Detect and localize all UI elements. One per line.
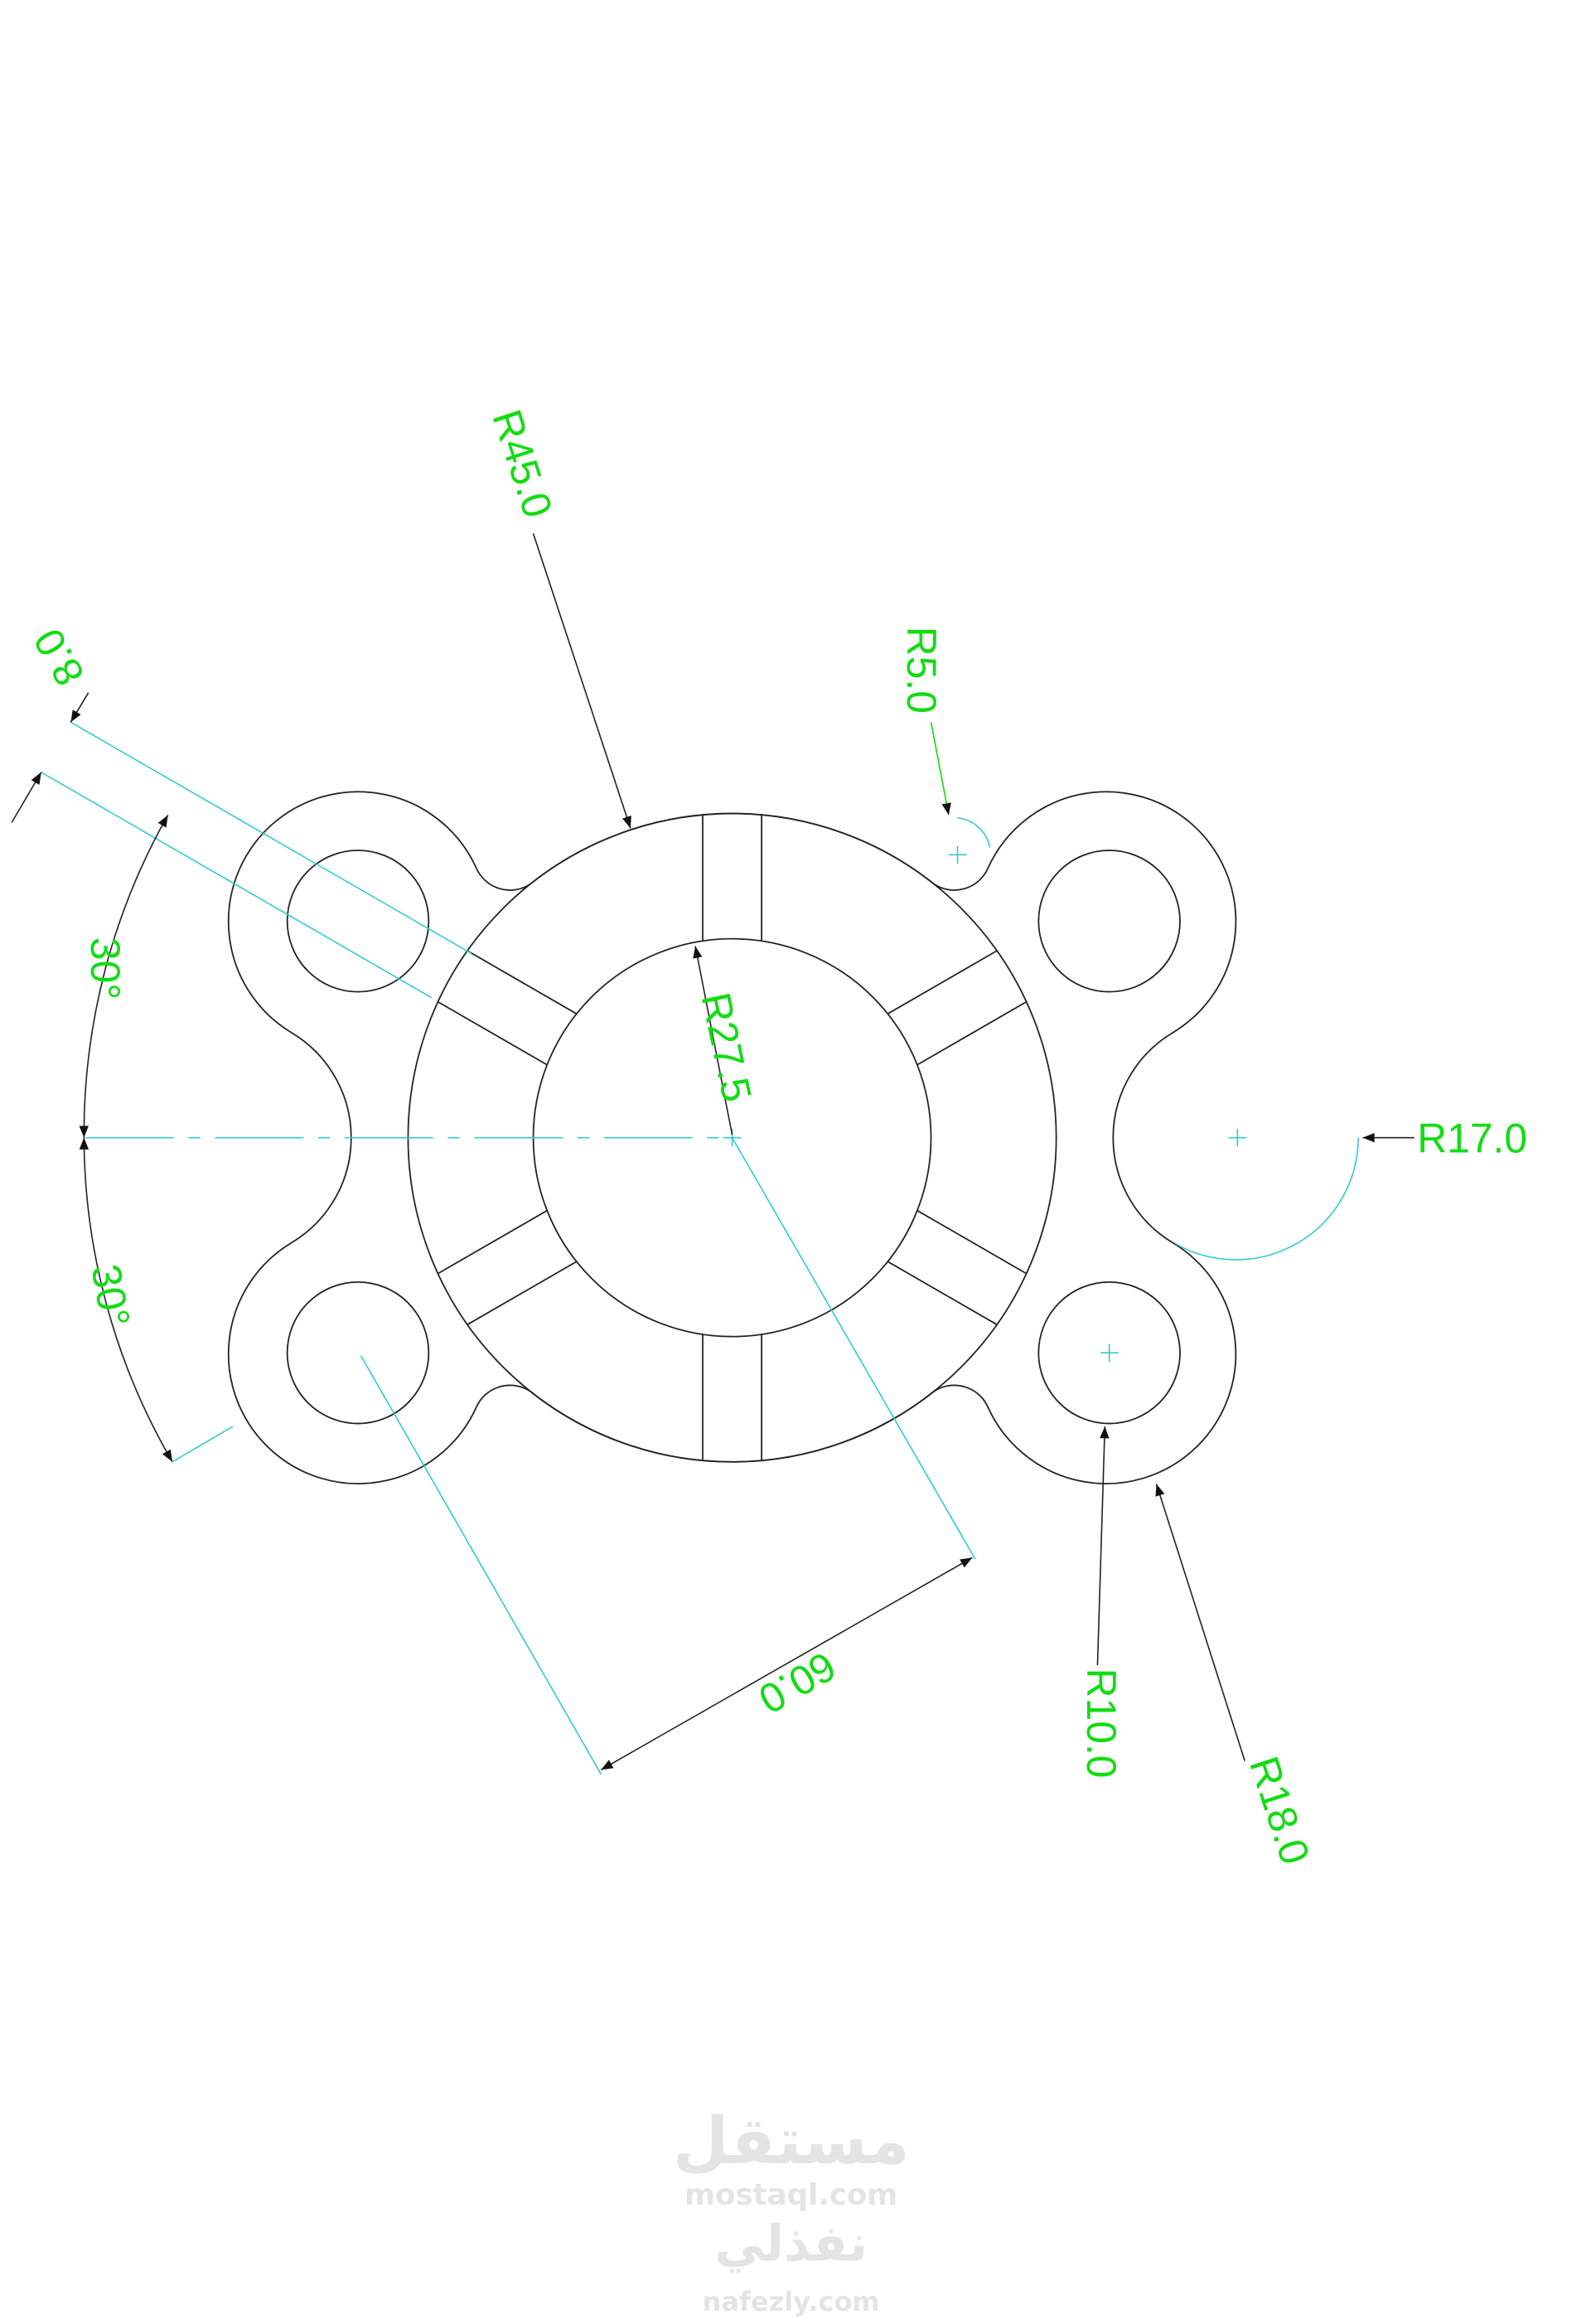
r10-text: R10.0 xyxy=(1078,1668,1124,1779)
ext-line-60-a xyxy=(731,1137,976,1560)
ext-line-60-b xyxy=(360,1355,602,1775)
leader-r10 xyxy=(1096,1426,1110,1666)
r27-text: R27.5 xyxy=(692,989,760,1106)
spoke-edge-line xyxy=(467,1261,578,1325)
spoke-edge-line xyxy=(467,950,578,1014)
spoke-edge-line xyxy=(887,1261,998,1325)
r5-text: R5.0 xyxy=(898,627,945,714)
dim-arrow-8-b xyxy=(11,772,42,823)
r17-arc-extension xyxy=(1175,1137,1359,1261)
spoke-edge-line xyxy=(438,1000,548,1066)
r18-text: R18.0 xyxy=(1240,1751,1318,1871)
watermark: مستقل mostaql.com نفذلي nafezly.com xyxy=(673,2104,910,2317)
hole-bottom-right xyxy=(1037,1281,1181,1425)
dim-line-60 xyxy=(600,1557,973,1771)
spokes xyxy=(438,815,1028,1461)
spoke-edge-line xyxy=(887,950,998,1014)
part-outline xyxy=(227,791,1237,1484)
hole-bottom-left xyxy=(286,1281,430,1425)
r45-text: R45.0 xyxy=(483,404,561,524)
leader-r27 xyxy=(693,946,733,1135)
dim-60-text: 60.0 xyxy=(751,1643,844,1723)
ext-line-8-a xyxy=(70,721,472,955)
spoke-edge-line xyxy=(916,1209,1028,1275)
hole-top-right xyxy=(1037,850,1181,993)
dim-8-text: 8.0 xyxy=(25,621,94,694)
angle-dim-top xyxy=(79,814,169,1138)
watermark-arabic-1: مستقل xyxy=(673,2104,910,2179)
hole-top-left xyxy=(286,850,430,993)
watermark-latin-1: mostaql.com xyxy=(684,2178,897,2212)
watermark-latin-2: nafezly.com xyxy=(703,2286,880,2317)
watermark-arabic-2: نفذلي xyxy=(714,2215,868,2273)
r17-text: R17.0 xyxy=(1417,1115,1527,1161)
center-marks xyxy=(723,845,1246,1362)
spoke-edge-line xyxy=(438,1209,548,1275)
angle-dim-bottom xyxy=(79,1137,173,1463)
spoke-edge-line xyxy=(916,1000,1028,1066)
leader-r45 xyxy=(532,533,631,829)
dim-arrow-8-a xyxy=(70,692,89,723)
angle-ext-line xyxy=(172,1426,234,1463)
ext-line-8-b xyxy=(41,772,433,999)
leader-r5 xyxy=(930,722,951,816)
angle-30-top-text: 30° xyxy=(82,937,128,1000)
r5-arc-extension xyxy=(957,817,991,848)
angle-30-bottom-text: 30° xyxy=(82,1261,138,1330)
leader-r18 xyxy=(1155,1484,1245,1761)
